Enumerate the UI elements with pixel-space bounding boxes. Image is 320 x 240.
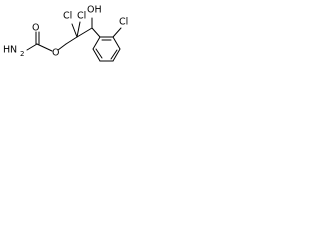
bond-choh-ring [91,27,101,38]
bond-ch2-ccl2 [65,36,78,45]
ring-bond-2 [112,36,121,50]
bond-ccl2-cl-left [71,23,78,38]
chlorine-right-label: Cl [77,11,86,22]
bond-ring-cl [112,27,122,38]
amine-sub-label: 2 [20,50,24,58]
ring-double-2 [110,49,118,60]
bond-c1-o-ester [36,43,53,52]
chlorine-left-label: Cl [63,11,72,22]
bond-n-c1 [26,43,38,51]
bond-o-ch2 [57,43,67,51]
amine-n-label: N [10,45,17,56]
chemical-structure-diagram: H N 2 O O Cl Cl OH Cl [3,5,128,62]
ester-oxygen-label: O [52,48,59,59]
ring-bond-5 [92,48,101,62]
carbonyl-oxygen-label: O [32,23,39,34]
aryl-chlorine-label: Cl [119,17,128,28]
bond-ccl2-choh [76,27,93,38]
amine-h-label: H [3,45,10,56]
bond-ccl2-cl-right [76,21,81,38]
ring-double-3 [95,48,103,59]
ring-bond-3 [112,48,121,62]
ring-bond-6 [92,36,101,50]
hydroxyl-label: OH [87,5,102,16]
